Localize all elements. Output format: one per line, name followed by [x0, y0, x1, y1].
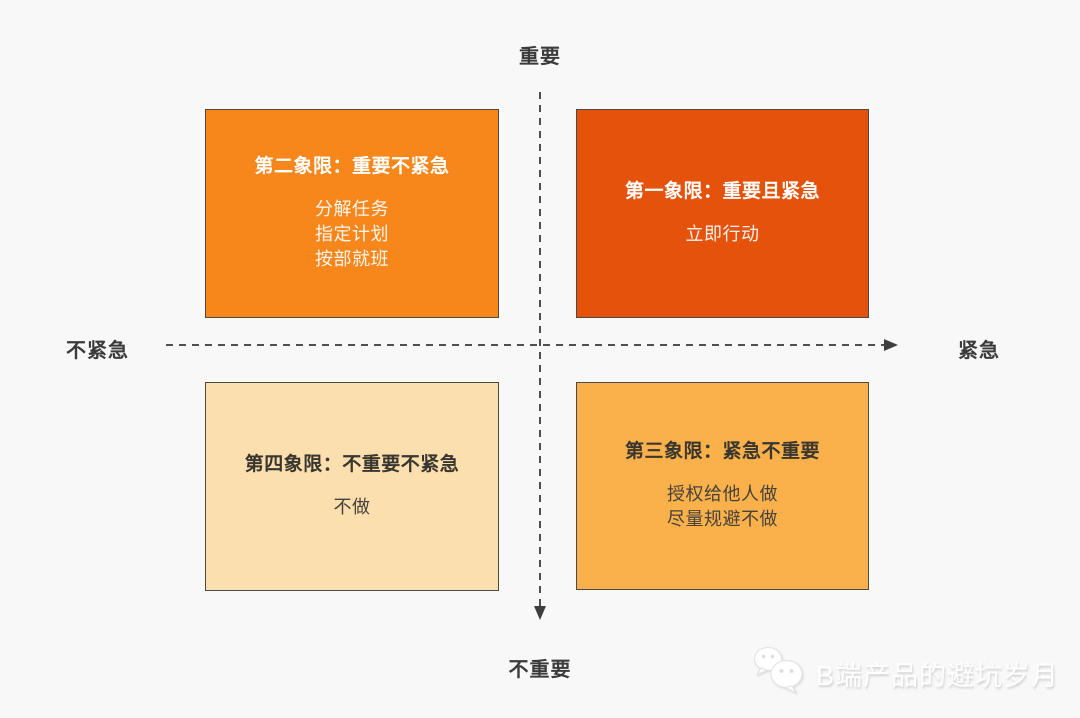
quadrant-3-box: 第三象限：紧急不重要 授权给他人做 尽量规避不做: [576, 382, 869, 590]
quadrant-3-title: 第三象限：紧急不重要: [624, 440, 820, 462]
watermark-label: B端产品的避坑岁月: [816, 661, 1060, 691]
quadrant-4-box: 第四象限：不重要不紧急 不做: [205, 382, 499, 591]
quadrant-2-item: 指定计划: [315, 223, 389, 244]
quadrant-1-title: 第一象限：重要且紧急: [624, 180, 820, 202]
quadrant-2-item: 按部就班: [315, 248, 389, 269]
quadrant-2-title: 第二象限：重要不紧急: [254, 155, 450, 177]
quadrant-1-item: 立即行动: [685, 223, 760, 244]
axis-label-not-urgent: 不紧急: [66, 340, 129, 362]
quadrant-1-box: 第一象限：重要且紧急 立即行动: [576, 109, 869, 318]
quadrant-4-title: 第四象限：不重要不紧急: [244, 453, 460, 475]
quadrant-2-box: 第二象限：重要不紧急 分解任务 指定计划 按部就班: [205, 109, 499, 318]
quadrant-2-item: 分解任务: [315, 198, 389, 219]
axis-label-important: 重要: [519, 46, 561, 68]
down-arrowhead-icon: [534, 606, 546, 620]
quadrant-3-item: 授权给他人做: [667, 483, 778, 504]
axis-label-not-important: 不重要: [508, 659, 572, 681]
quadrant-3-item: 尽量规避不做: [667, 508, 778, 529]
wechat-icon: [752, 646, 806, 701]
watermark: B端产品的避坑岁月: [752, 646, 1059, 701]
vertical-axis-dashed-line: [539, 92, 541, 608]
right-arrowhead-icon: [884, 339, 898, 351]
axis-label-urgent: 紧急: [958, 340, 1000, 362]
horizontal-axis-dashed-line: [166, 344, 884, 346]
quadrant-4-item: 不做: [333, 496, 371, 517]
